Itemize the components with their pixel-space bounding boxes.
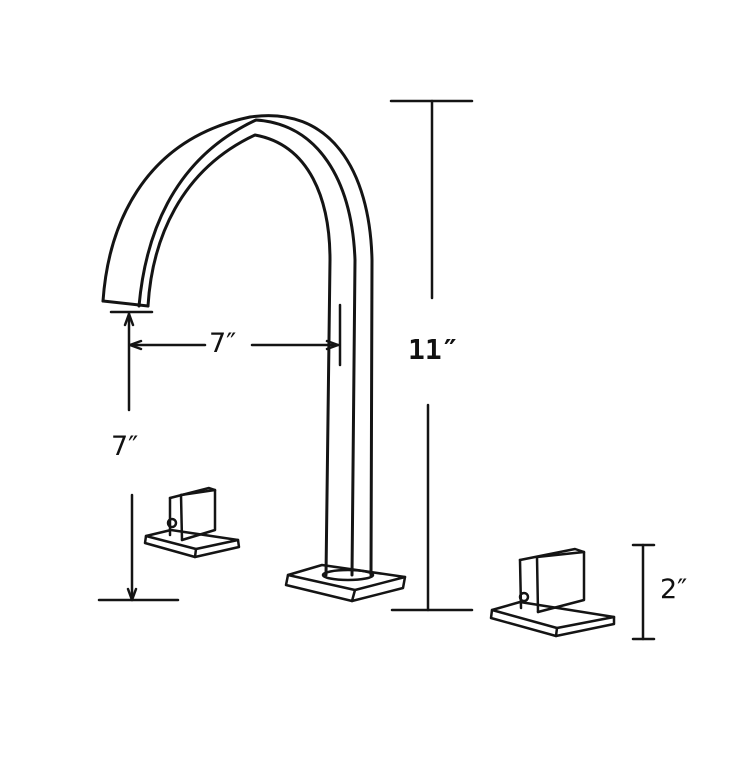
overall-height-label: 11″	[408, 333, 459, 366]
spout-base-plate	[284, 563, 407, 603]
gooseneck-spout	[101, 114, 374, 577]
handle-height-label: 2″	[660, 574, 688, 605]
spout-clearance-dimension-lines	[97, 312, 180, 602]
left-handle	[143, 486, 241, 559]
right-handle	[489, 547, 616, 638]
overall-height-dimension-lines	[389, 99, 474, 612]
spout-reach-dimension-lines	[109, 303, 342, 367]
spout-clearance-label: 7″	[111, 431, 139, 462]
handle-height-dimension-lines	[631, 543, 656, 641]
spout-reach-label: 7″	[209, 328, 237, 359]
